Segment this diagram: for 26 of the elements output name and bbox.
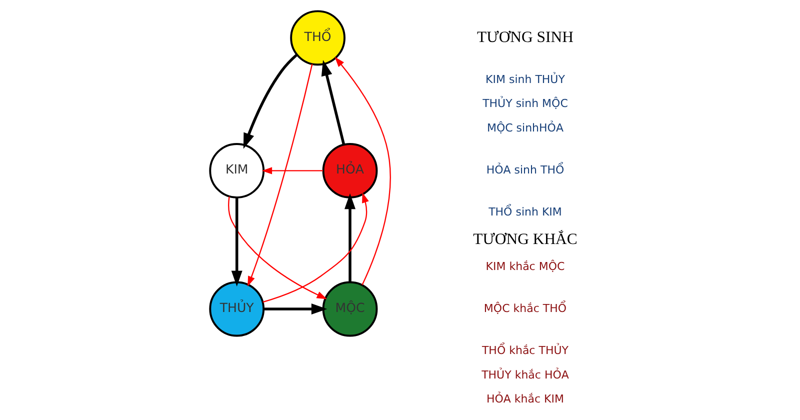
- arrow: [242, 54, 298, 149]
- label: THỔ sinh KIM: [488, 206, 562, 219]
- label: HỎA khắc KIM: [486, 392, 564, 406]
- label: KIM khắc MỘC: [485, 260, 564, 273]
- label: KIM sinh THỦY: [485, 72, 564, 86]
- arrow: [247, 64, 312, 286]
- label: THỦY sinh MỘC: [482, 97, 568, 110]
- arrow: [263, 304, 327, 315]
- node-circle: THỦY: [208, 281, 264, 337]
- node-circle: HỎA: [322, 143, 378, 198]
- label: MỘC sinhHỎA: [486, 122, 563, 135]
- node-circle: KIM: [208, 143, 264, 198]
- node-circle: MỘC: [322, 281, 378, 337]
- arrow: [334, 56, 390, 286]
- label: HỎA sinh THỔ: [486, 164, 564, 177]
- arrow: [261, 167, 322, 174]
- arrow: [320, 60, 345, 146]
- label: TƯƠNG SINH: [476, 28, 573, 46]
- arrow: [262, 192, 368, 303]
- label: THỔ khắc THỦY: [481, 344, 568, 357]
- label: MỘC khắc THỔ: [483, 302, 566, 315]
- label: THỦY khắc HỎA: [481, 368, 568, 382]
- label: TƯƠNG KHẮC: [472, 230, 577, 248]
- arrow: [230, 198, 242, 286]
- arrow: [344, 193, 356, 282]
- arrow: [228, 196, 327, 300]
